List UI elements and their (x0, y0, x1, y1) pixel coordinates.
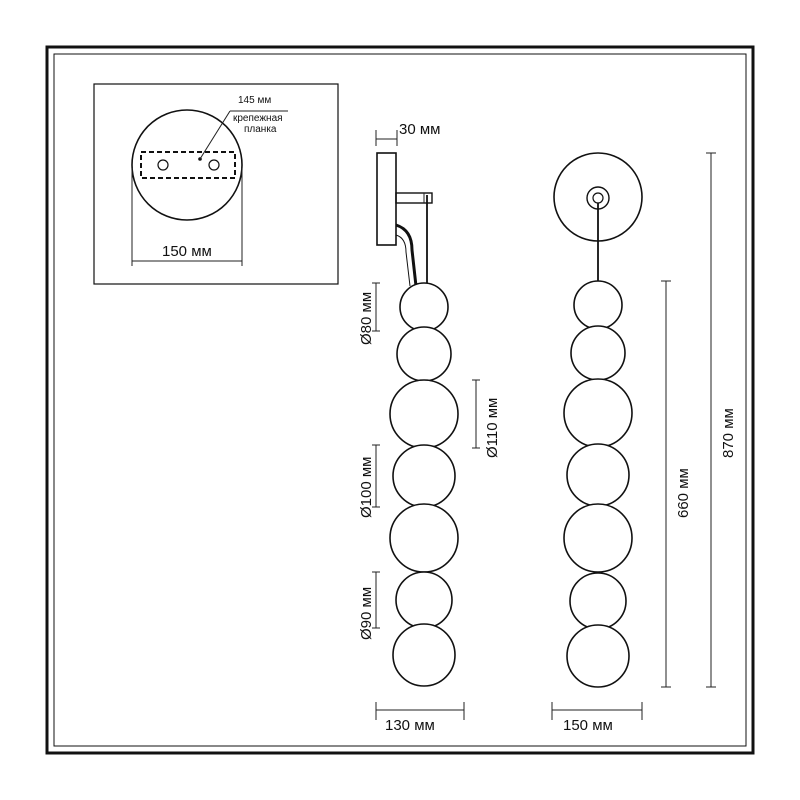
side-wall-plate (376, 152, 397, 246)
dia110-label: Ø110 мм (484, 398, 501, 458)
front-ball-5 (563, 503, 633, 573)
plate-dimension-label: 145 мм (238, 95, 271, 106)
front-ball-1 (573, 280, 623, 330)
side-ball-3 (389, 379, 459, 449)
front-canopy-cap-inner (592, 192, 604, 204)
side-curved-cable (395, 223, 418, 287)
base-plate-circle (131, 109, 243, 221)
front-ball-6 (569, 572, 627, 630)
inset-panel: 145 мм крепежная планка 150 мм (93, 83, 339, 285)
side-ball-6 (395, 571, 453, 629)
side-ball-5 (389, 503, 459, 573)
side-ball-1 (399, 282, 449, 332)
side-ball-4 (392, 444, 456, 508)
mounting-plate (140, 151, 236, 179)
inset-border (93, 83, 339, 285)
front-ball-4 (566, 443, 630, 507)
plate-leader (199, 110, 231, 160)
screw-hole-right (208, 159, 220, 171)
side-view: 30 мм Ø80 мм Ø110 мм Ø100 мм (358, 121, 501, 734)
dia100-label: Ø100 мм (358, 457, 375, 519)
front-ball-2 (570, 325, 626, 381)
side-arm (395, 192, 433, 204)
dia80-label: Ø80 мм (358, 292, 375, 345)
front-ball-7 (566, 624, 630, 688)
screw-hole-left (157, 159, 169, 171)
height870-label: 870 мм (720, 408, 737, 458)
side-ball-2 (396, 326, 452, 382)
outer-frame (45, 45, 755, 755)
inner-frame (53, 53, 747, 747)
side-curved-cable-inner (395, 234, 411, 287)
front-ball-3 (563, 378, 633, 448)
side-ball-7 (392, 623, 456, 687)
base-dimension-label: 150 мм (162, 243, 212, 260)
height660-label: 660 мм (675, 468, 692, 518)
dia90-label: Ø90 мм (358, 587, 375, 640)
plate-label-line1: крепежная (233, 113, 283, 124)
side-width-label: 130 мм (385, 717, 435, 734)
plate-label-line2: планка (244, 124, 277, 135)
front-width-label: 150 мм (563, 717, 613, 734)
depth-dimension-label: 30 мм (399, 121, 440, 138)
front-view: 660 мм 870 мм 150 мм (551, 152, 737, 734)
